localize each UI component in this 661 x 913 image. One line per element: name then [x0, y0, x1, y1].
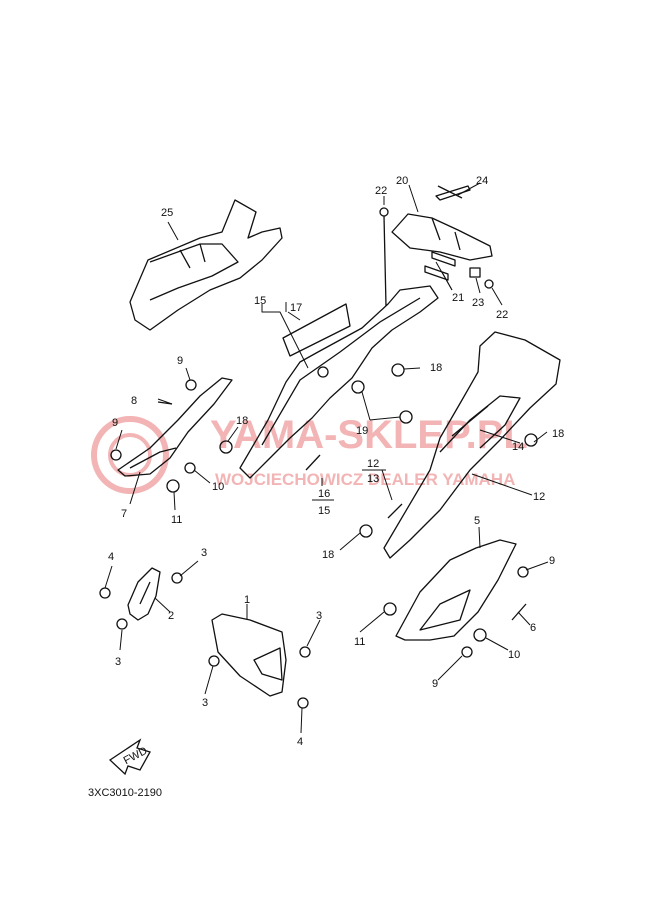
callout-4-bottom: 4	[297, 736, 303, 748]
callout-6: 6	[530, 622, 536, 634]
part-21-plates	[424, 251, 456, 281]
callout-1: 1	[244, 594, 250, 606]
callout-11-left: 11	[171, 514, 182, 526]
callout-16: 16	[318, 488, 330, 500]
callout-18-right: 18	[552, 428, 564, 440]
part-frame-rail	[239, 285, 439, 479]
callout-24: 24	[476, 175, 488, 187]
part-13-pin	[387, 503, 403, 519]
callout-4-top: 4	[108, 551, 114, 563]
part-5-lower-cover	[395, 539, 517, 641]
callout-12-right: 12	[533, 491, 545, 503]
callout-13: 13	[367, 473, 379, 485]
callout-17: 17	[290, 302, 302, 314]
callout-7: 7	[121, 508, 127, 520]
part-25-seat-tray	[129, 199, 283, 331]
part-6-pin	[511, 603, 527, 621]
callout-3-top: 3	[201, 547, 207, 559]
callout-20: 20	[396, 175, 408, 187]
callout-18-bottom: 18	[322, 549, 334, 561]
callout-10-left: 10	[212, 481, 224, 493]
callout-21: 21	[452, 292, 464, 304]
callout-5: 5	[474, 515, 480, 527]
callout-18-left: 18	[236, 415, 248, 427]
part-17-strip	[282, 303, 351, 357]
part-22-bolt	[379, 207, 389, 307]
callout-12-top: 12	[367, 458, 379, 470]
callout-11-right: 11	[354, 636, 365, 648]
callout-2: 2	[168, 610, 174, 622]
leader-lines	[104, 182, 549, 734]
diagram-code: 3XC3010-2190	[88, 787, 162, 799]
watermark: YAMA-SKLEP.PL WOJCIECHOWICZ DEALER YAMAH…	[91, 413, 528, 494]
callout-14: 14	[512, 441, 524, 453]
callout-labels: 25 22 20 24 21 23 22 15 17 18 9 8 9 18 1…	[108, 175, 564, 748]
callout-10-right: 10	[508, 649, 520, 661]
callout-25: 25	[161, 207, 173, 219]
callout-9-bottom: 9	[432, 678, 438, 690]
callout-15-top: 15	[254, 295, 266, 307]
part-23-nut	[469, 267, 494, 289]
callout-22-right: 22	[496, 309, 508, 321]
watermark-brand: YAMA-SKLEP.PL	[210, 413, 528, 457]
callout-15-mid: 15	[318, 505, 330, 517]
callout-22-top: 22	[375, 185, 387, 197]
callout-dividers	[312, 469, 386, 501]
callout-19: 19	[356, 425, 368, 437]
callout-9-left: 9	[112, 417, 118, 429]
part-16-pin	[305, 454, 321, 471]
part-1-front-cover	[211, 613, 287, 697]
callout-23: 23	[472, 297, 484, 309]
callout-3-right: 3	[316, 610, 322, 622]
part-24-strip	[435, 185, 471, 201]
callout-9-top: 9	[177, 355, 183, 367]
fasteners	[99, 363, 538, 709]
callout-3-bottom: 3	[202, 697, 208, 709]
callout-18-top: 18	[430, 362, 442, 374]
callout-8: 8	[131, 395, 137, 407]
callout-9-right-top: 9	[549, 555, 555, 567]
callout-3-left: 3	[115, 656, 121, 668]
fwd-arrow-icon: FWD	[108, 738, 151, 776]
part-12-side-cover	[383, 331, 561, 559]
part-7-bracket	[117, 377, 233, 477]
watermark-subline: WOJCIECHOWICZ DEALER YAMAHA	[215, 470, 515, 489]
part-2-small-cover	[127, 567, 161, 621]
watermark-logo	[91, 416, 169, 494]
part-20-tail-bracket	[391, 185, 493, 261]
